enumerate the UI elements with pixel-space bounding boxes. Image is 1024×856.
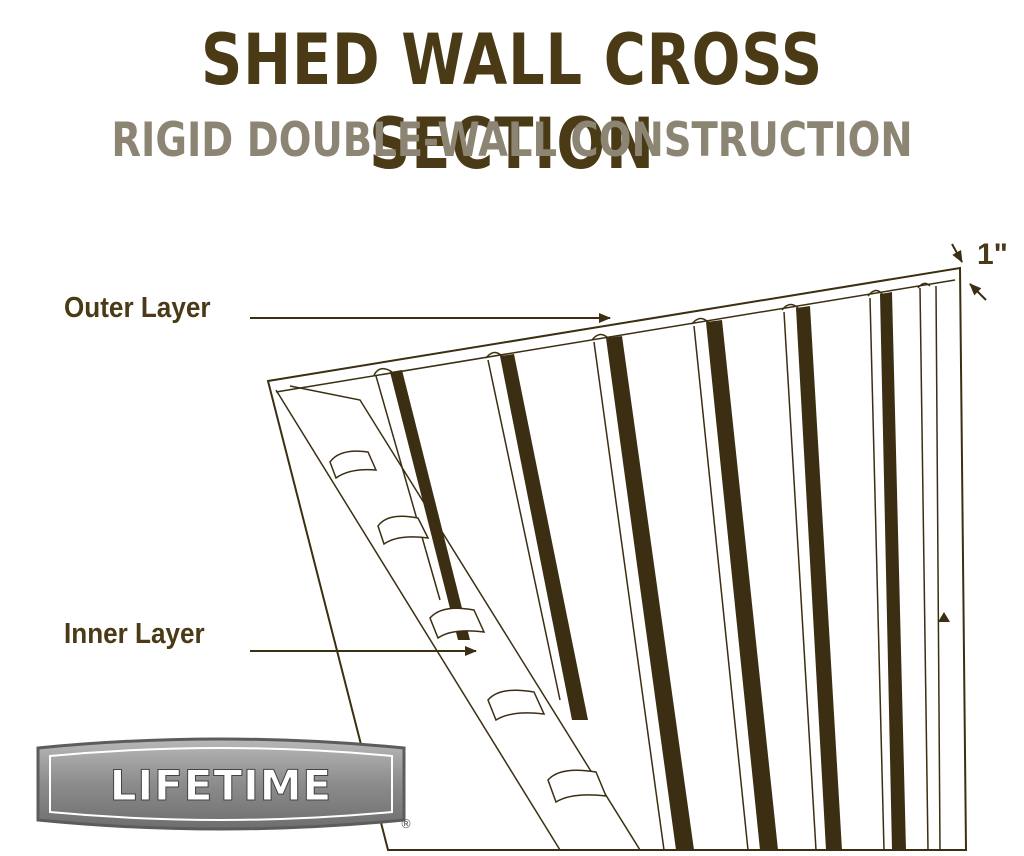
diagram-title: SHED WALL CROSS SECTION xyxy=(200,19,824,185)
inner-wall-boundary-2 xyxy=(289,385,641,851)
logo-badge xyxy=(36,737,406,831)
rib-5 xyxy=(796,306,842,850)
lifetime-logo: LIFETIME ® xyxy=(36,737,412,831)
inner-layer-label: Inner Layer xyxy=(64,618,205,650)
inner-wall-boundary xyxy=(275,389,561,851)
outer-ribs xyxy=(390,292,906,850)
rib-6 xyxy=(880,292,906,850)
logo-text: LIFETIME xyxy=(110,761,333,810)
outer-skin-top-edge xyxy=(275,279,956,393)
rib-2 xyxy=(500,354,588,720)
outer-layer-label: Outer Layer xyxy=(64,292,211,324)
thickness-dimension xyxy=(951,243,987,301)
rib-4 xyxy=(706,320,778,850)
panel-marker xyxy=(938,612,950,622)
diagram-subtitle: RIGID DOUBLE-WALL CONSTRUCTION xyxy=(111,113,913,168)
inner-layer-ribs xyxy=(329,450,608,804)
rib-caps xyxy=(373,282,931,376)
logo-registered-mark: ® xyxy=(400,817,412,831)
wall-panel-outline xyxy=(266,266,968,851)
rib-3 xyxy=(606,336,694,850)
rib-1 xyxy=(390,370,470,640)
rib-lines xyxy=(375,285,941,851)
thickness-label: 1" xyxy=(977,238,1008,271)
